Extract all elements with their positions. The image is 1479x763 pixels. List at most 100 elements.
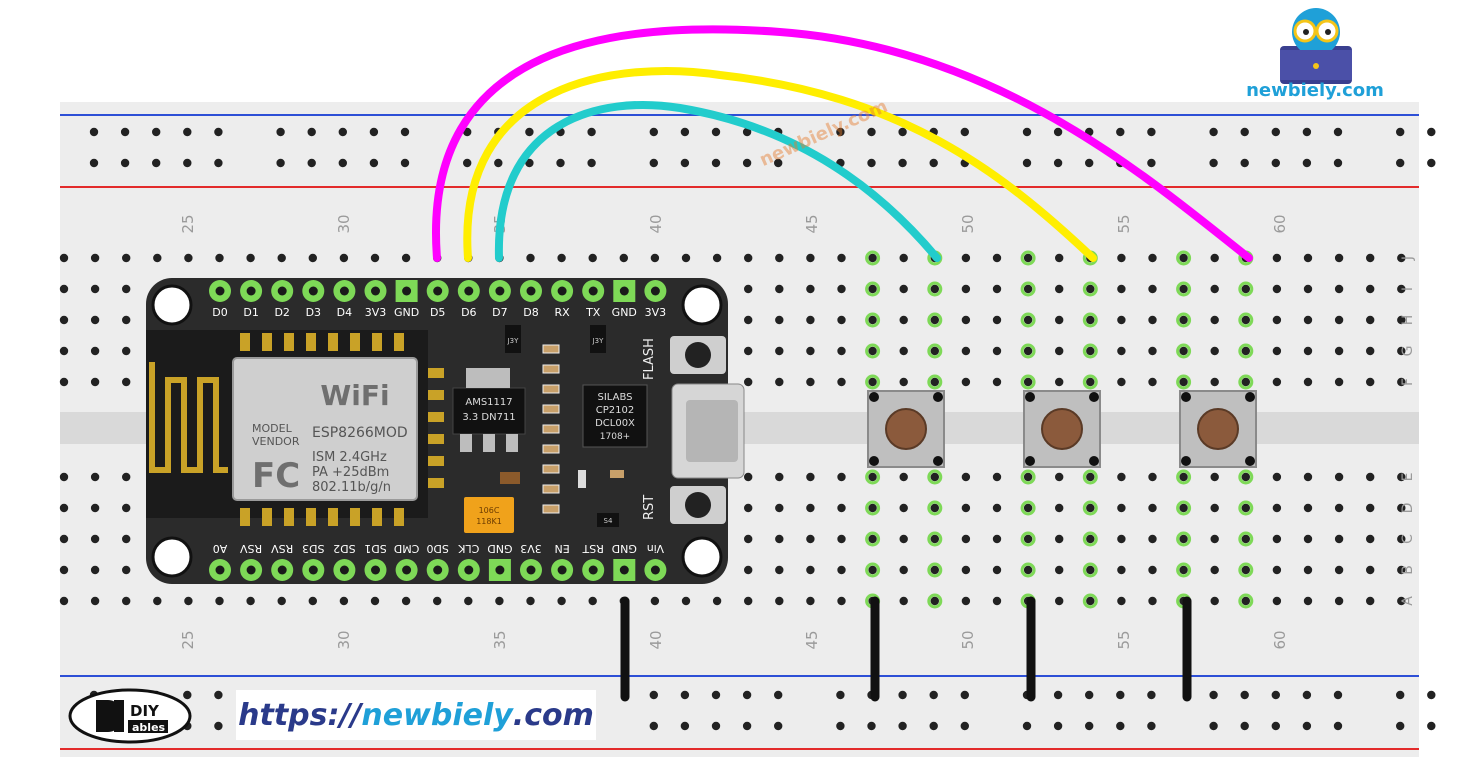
wire-d6-yellow: [463, 67, 1097, 262]
smd-resistor: [542, 364, 560, 374]
hole-highlight: [927, 500, 943, 516]
hole-highlight: [1020, 562, 1036, 578]
smd-resistor: [542, 484, 560, 494]
rail-hole: [649, 158, 658, 168]
hole-highlight: [1238, 593, 1254, 609]
hole-highlight: [865, 250, 881, 266]
breadboard-hole: [899, 534, 908, 544]
smd-resistor: [542, 404, 560, 414]
breadboard-hole: [557, 596, 566, 606]
rail-hole: [1209, 690, 1218, 700]
breadboard-hole: [1272, 503, 1282, 513]
breadboard-hole: [1210, 565, 1219, 575]
breadboard-hole: [1055, 472, 1064, 482]
hole-highlight: [927, 343, 943, 359]
usb-chip-line4: 1708+: [600, 432, 630, 442]
breadboard-hole: [1272, 596, 1282, 606]
breadboard-hole: [992, 284, 1002, 294]
top-pin-label: GND: [612, 306, 637, 319]
breadboard-hole: [837, 346, 846, 356]
button-cap: [1197, 408, 1239, 450]
breadboard-hole: [899, 503, 908, 513]
breadboard-hole: [153, 596, 162, 606]
breadboard-hole: [90, 534, 100, 544]
hole-highlight: [1020, 343, 1036, 359]
hole-highlight: [1082, 500, 1098, 516]
button-corner: [869, 456, 879, 466]
hole-highlight: [927, 281, 943, 297]
breadboard-hole: [1117, 253, 1126, 263]
breadboard-hole: [930, 534, 939, 544]
breadboard-hole: [122, 346, 131, 356]
rail-hole: [960, 721, 969, 731]
breadboard-hole: [1397, 346, 1406, 356]
rail-hole: [1333, 158, 1343, 168]
breadboard-hole: [1117, 377, 1126, 387]
breadboard-hole: [744, 596, 753, 606]
rail-hole: [898, 721, 907, 731]
breadboard-labels: 25253030353540404545505055556060JIHGFEDC…: [179, 214, 1416, 649]
rail-hole: [183, 690, 192, 700]
newbiely-owl-logo: [1280, 8, 1352, 84]
hole-highlight: [1238, 343, 1254, 359]
rail-hole: [369, 158, 379, 168]
tantalum-capacitor: [464, 497, 514, 533]
top-pin-label: TX: [585, 306, 601, 319]
breadboard-hole: [1241, 346, 1251, 356]
breadboard-hole: [712, 596, 722, 606]
hole-highlight: [1020, 500, 1036, 516]
module-pad: [428, 478, 444, 488]
capacitor-line2: 118K1: [476, 517, 502, 526]
top-pin-label: D1: [243, 306, 258, 319]
breadboard-hole: [122, 377, 131, 387]
breadboard-hole: [1179, 284, 1188, 294]
header-pin-hole: [277, 565, 287, 575]
ground-wires: [620, 596, 1192, 702]
rail-hole: [369, 127, 379, 137]
breadboard-hole: [1179, 503, 1188, 513]
rail-hole: [1396, 127, 1405, 137]
module-pad: [306, 508, 316, 526]
breadboard-hole: [1397, 565, 1406, 575]
rail-hole: [649, 690, 658, 700]
push-buttons: [867, 390, 1257, 468]
breadboard-hole: [744, 534, 753, 544]
rail-hole: [680, 690, 690, 700]
breadboard-hole: [1334, 377, 1344, 387]
module-pad: [350, 508, 360, 526]
top-pin-label: RX: [555, 306, 571, 319]
button-corner: [1089, 456, 1099, 466]
breadboard-hole: [930, 565, 939, 575]
breadboard-hole: [1148, 565, 1157, 575]
rail-hole: [742, 127, 752, 137]
hole-highlight: [1020, 312, 1036, 328]
breadboard-hole: [370, 596, 380, 606]
breadboard-hole: [775, 377, 784, 387]
rail-hole: [1302, 690, 1312, 700]
breadboard-hole: [1210, 596, 1219, 606]
owl-pupil-icon: [1325, 29, 1331, 35]
hole-highlight: [1238, 312, 1254, 328]
smd-resistor: [542, 344, 560, 354]
wire-d5-magenta: [431, 25, 1253, 262]
rail-hole: [587, 158, 596, 168]
rail-hole: [774, 721, 783, 731]
breadboard-hole: [837, 315, 846, 325]
breadboard-hole: [277, 253, 286, 263]
breadboard-hole: [90, 503, 100, 513]
module-pad: [284, 508, 294, 526]
breadboard-hole: [837, 503, 846, 513]
button-corner: [1181, 456, 1191, 466]
rail-hole: [680, 158, 690, 168]
breadboard-hole: [246, 253, 255, 263]
breadboard-hole: [1179, 253, 1188, 263]
hole-highlight: [1238, 469, 1254, 485]
breadboard-hole: [930, 596, 939, 606]
breadboard-hole: [1397, 284, 1406, 294]
smd-part: [590, 325, 606, 353]
breadboard-hole: [1241, 503, 1251, 513]
breadboard-hole: [401, 596, 411, 606]
bottom-pin-label: Vin: [647, 542, 664, 555]
breadboard-hole: [1303, 534, 1313, 544]
breadboard-hole: [837, 472, 846, 482]
